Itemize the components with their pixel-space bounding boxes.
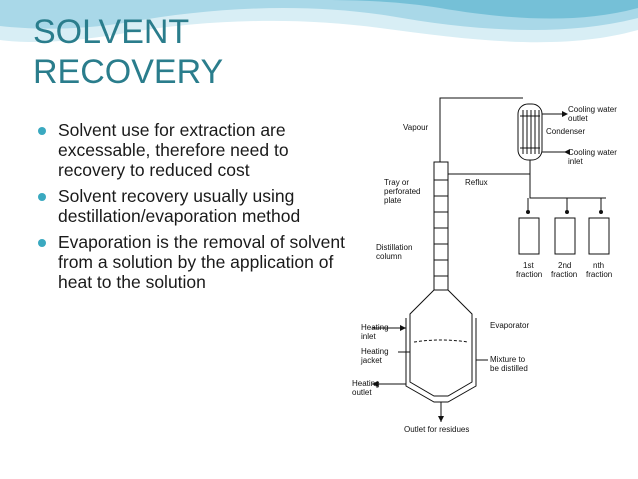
bullet-list: Solvent use for extraction are excessabl… bbox=[36, 120, 346, 298]
label-cooling-outlet: outlet bbox=[568, 114, 588, 123]
label-tray: Tray or bbox=[384, 178, 409, 187]
label-column: Distillation bbox=[376, 243, 412, 252]
label-fraction-1: 1st bbox=[523, 261, 534, 270]
label-fraction-2: fraction bbox=[551, 270, 577, 279]
label-heating-inlet: Heating bbox=[361, 323, 389, 332]
distillation-column bbox=[433, 161, 449, 291]
label-fraction-1: fraction bbox=[516, 270, 542, 279]
header-wave-decoration bbox=[0, 0, 638, 43]
label-column: column bbox=[376, 252, 402, 261]
label-evaporator: Evaporator bbox=[490, 321, 529, 330]
label-heating-inlet: inlet bbox=[361, 332, 376, 341]
label-mixture: Mixture to bbox=[490, 355, 526, 364]
vapour-pipe bbox=[439, 97, 523, 162]
label-heating-jacket: jacket bbox=[360, 356, 383, 365]
bullet-item: Solvent recovery usually using destillat… bbox=[36, 186, 346, 226]
reflux-line bbox=[447, 173, 530, 182]
condenser-shell bbox=[517, 103, 543, 161]
distribution-header bbox=[529, 174, 606, 199]
label-cooling-inlet: inlet bbox=[568, 157, 583, 166]
heating-jacket bbox=[405, 318, 477, 403]
label-vapour: Vapour bbox=[403, 123, 429, 132]
distillation-apparatus-diagram: Vapour Cooling water outlet Condenser Co… bbox=[352, 97, 617, 434]
label-fraction-2: 2nd bbox=[558, 261, 571, 270]
bullet-item: Solvent use for extraction are excessabl… bbox=[36, 120, 346, 180]
label-tray: plate bbox=[384, 196, 402, 205]
slide-title-line-1: SOLVENT bbox=[33, 13, 190, 51]
slide-title-line-2: RECOVERY bbox=[33, 53, 224, 91]
label-heating-jacket: Heating bbox=[361, 347, 389, 356]
label-heating-outlet: outlet bbox=[352, 388, 372, 397]
label-fraction-n: fraction bbox=[586, 270, 612, 279]
receiver-2 bbox=[554, 217, 576, 255]
label-cooling-inlet: Cooling water bbox=[568, 148, 617, 157]
label-heating-outlet: Heating bbox=[352, 379, 380, 388]
label-outlet-residues: Outlet for residues bbox=[404, 425, 469, 434]
receiver-1 bbox=[518, 217, 540, 255]
evaporator-vessel bbox=[409, 289, 473, 397]
label-reflux: Reflux bbox=[465, 178, 488, 187]
label-tray: perforated bbox=[384, 187, 420, 196]
label-fraction-n: nth bbox=[593, 261, 604, 270]
label-mixture: be distilled bbox=[490, 364, 528, 373]
slide-title: SOLVENT RECOVERY bbox=[33, 12, 223, 92]
label-cooling-outlet: Cooling water bbox=[568, 105, 617, 114]
label-condenser: Condenser bbox=[546, 127, 585, 136]
receiver-3 bbox=[588, 217, 610, 255]
bullet-item: Evaporation is the removal of solvent fr… bbox=[36, 232, 346, 292]
